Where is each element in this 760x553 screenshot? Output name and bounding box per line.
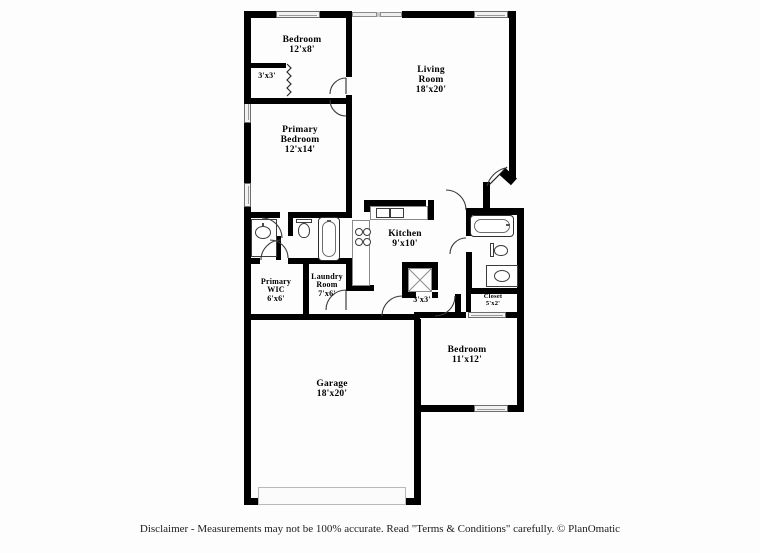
hall-bath-sink-basin	[494, 270, 510, 282]
kitchen-sink-basin-right	[390, 208, 404, 218]
wall-kitchen-top	[364, 200, 370, 212]
kitchen-counter-left	[352, 220, 370, 286]
wall-pantry-top	[402, 262, 438, 268]
wall-hall-right-divider	[455, 294, 461, 316]
disclaimer-text: Disclaimer - Measurements may not be 100…	[139, 523, 621, 535]
wall-pantry-bottom-left	[402, 292, 416, 298]
room-label-living-room: Living Room 18'x20'	[415, 65, 447, 95]
exterior-wall-top-living	[402, 11, 474, 18]
window-hall-closet-bottom	[468, 312, 506, 318]
kitchen-sink-basin-left	[376, 208, 390, 218]
room-label-bedroom2-closet: 3'x3'	[258, 71, 276, 80]
window-bedroom3-bottom	[474, 405, 508, 412]
wall-bath-bottom-left	[244, 258, 260, 264]
room-label-laundry-room: Laundry Room 7'x6'	[311, 272, 343, 298]
room-label-hall-closet: Closet 5'x2'	[483, 293, 503, 307]
exterior-wall-bottom-garage-left	[244, 498, 258, 505]
room-label-primary-wic: Primary WIC 6'x6'	[260, 277, 292, 303]
room-label-bedroom3: Bedroom 11'x12'	[447, 345, 487, 365]
wall-hall-closet-top	[466, 288, 524, 294]
exterior-wall-right-garage	[414, 319, 421, 505]
exterior-wall-left-bedroom2	[244, 11, 251, 103]
room-label-garage: Garage 18'x20'	[316, 379, 348, 399]
wall-living-left-lower	[346, 115, 352, 201]
wall-hall-bath-left	[466, 208, 472, 236]
wall-bedroom2-closet-top	[244, 63, 286, 68]
kitchen-burner-4	[363, 238, 371, 246]
wall-pantry-right	[432, 262, 438, 290]
primary-bath-faucet	[262, 223, 264, 227]
window-living-top	[474, 11, 508, 18]
wall-kitchen-top-run	[364, 200, 426, 206]
pantry-shelf-marking	[408, 268, 432, 292]
wall-hall-bath-left-lower	[466, 252, 472, 292]
wall-bath-bottom-mid	[288, 258, 352, 264]
primary-bath-tub-fixture	[327, 220, 331, 222]
primary-bath-toilet-bowl	[298, 223, 310, 238]
wall-pantry-bottom-right	[432, 292, 438, 298]
exterior-wall-right-living	[509, 11, 516, 179]
garage-overhead-door[interactable]	[258, 487, 406, 505]
wall-wic-laundry-divider	[303, 258, 309, 316]
exterior-wall-bottom-bedroom3	[414, 405, 474, 412]
hall-bath-toilet-bowl	[494, 245, 508, 256]
wall-living-left-mid	[346, 95, 352, 115]
exterior-wall-top-left	[244, 11, 276, 18]
primary-bath-sink-basin	[255, 226, 271, 239]
exterior-wall-left-primary	[244, 123, 251, 183]
window-bedroom2-top	[276, 11, 320, 18]
wall-stub-kitchen-hall	[346, 200, 352, 212]
exterior-wall-top-mid	[320, 11, 352, 18]
wall-living-left-upper	[346, 11, 352, 77]
wall-garage-top	[244, 314, 420, 320]
exterior-wall-bottom-bedroom3-corner	[508, 405, 524, 412]
room-label-kitchen: Kitchen 9'x10'	[388, 229, 422, 249]
exterior-wall-right-bath	[517, 208, 524, 311]
hall-bath-toilet-tank	[490, 243, 494, 257]
wall-kitchen-bottom-left	[346, 285, 374, 291]
wall-kitchen-right-upper	[428, 200, 434, 220]
room-label-primary-bedroom: Primary Bedroom 12'x14'	[280, 125, 320, 155]
wall-primary-bedroom-bottom	[244, 212, 280, 218]
wall-entry-jog-vertical	[483, 182, 490, 215]
exterior-wall-right-bedroom3	[517, 311, 524, 412]
hall-bath-tub	[470, 215, 514, 237]
wall-pantry-left	[402, 262, 408, 298]
wall-laundry-right	[346, 258, 352, 290]
wall-primary-bath-toilet-divider	[288, 212, 293, 236]
kitchen-burner-3	[355, 238, 363, 246]
wall-bedroom2-bottom	[244, 98, 352, 104]
room-label-pantry: 3'x3'	[413, 295, 431, 304]
room-label-bedroom2: Bedroom 12'x8'	[282, 35, 322, 55]
exterior-wall-bottom-garage-right	[406, 498, 421, 505]
kitchen-burner-1	[355, 228, 363, 236]
wall-bath-partition-a	[292, 212, 352, 218]
primary-bath-tub	[318, 217, 340, 261]
sliding-glass-door-living[interactable]	[352, 12, 402, 17]
exterior-wall-left-lower	[244, 207, 251, 505]
primary-bath-toilet-tank	[296, 219, 312, 223]
wall-hall-bath-top	[466, 208, 524, 215]
wall-hall-closet-left	[466, 288, 471, 312]
window-primary-bedroom-lower	[244, 183, 251, 207]
kitchen-burner-2	[363, 228, 371, 236]
hall-bath-tub-fixture	[506, 224, 510, 226]
wall-bedroom3-top-right	[506, 312, 524, 318]
